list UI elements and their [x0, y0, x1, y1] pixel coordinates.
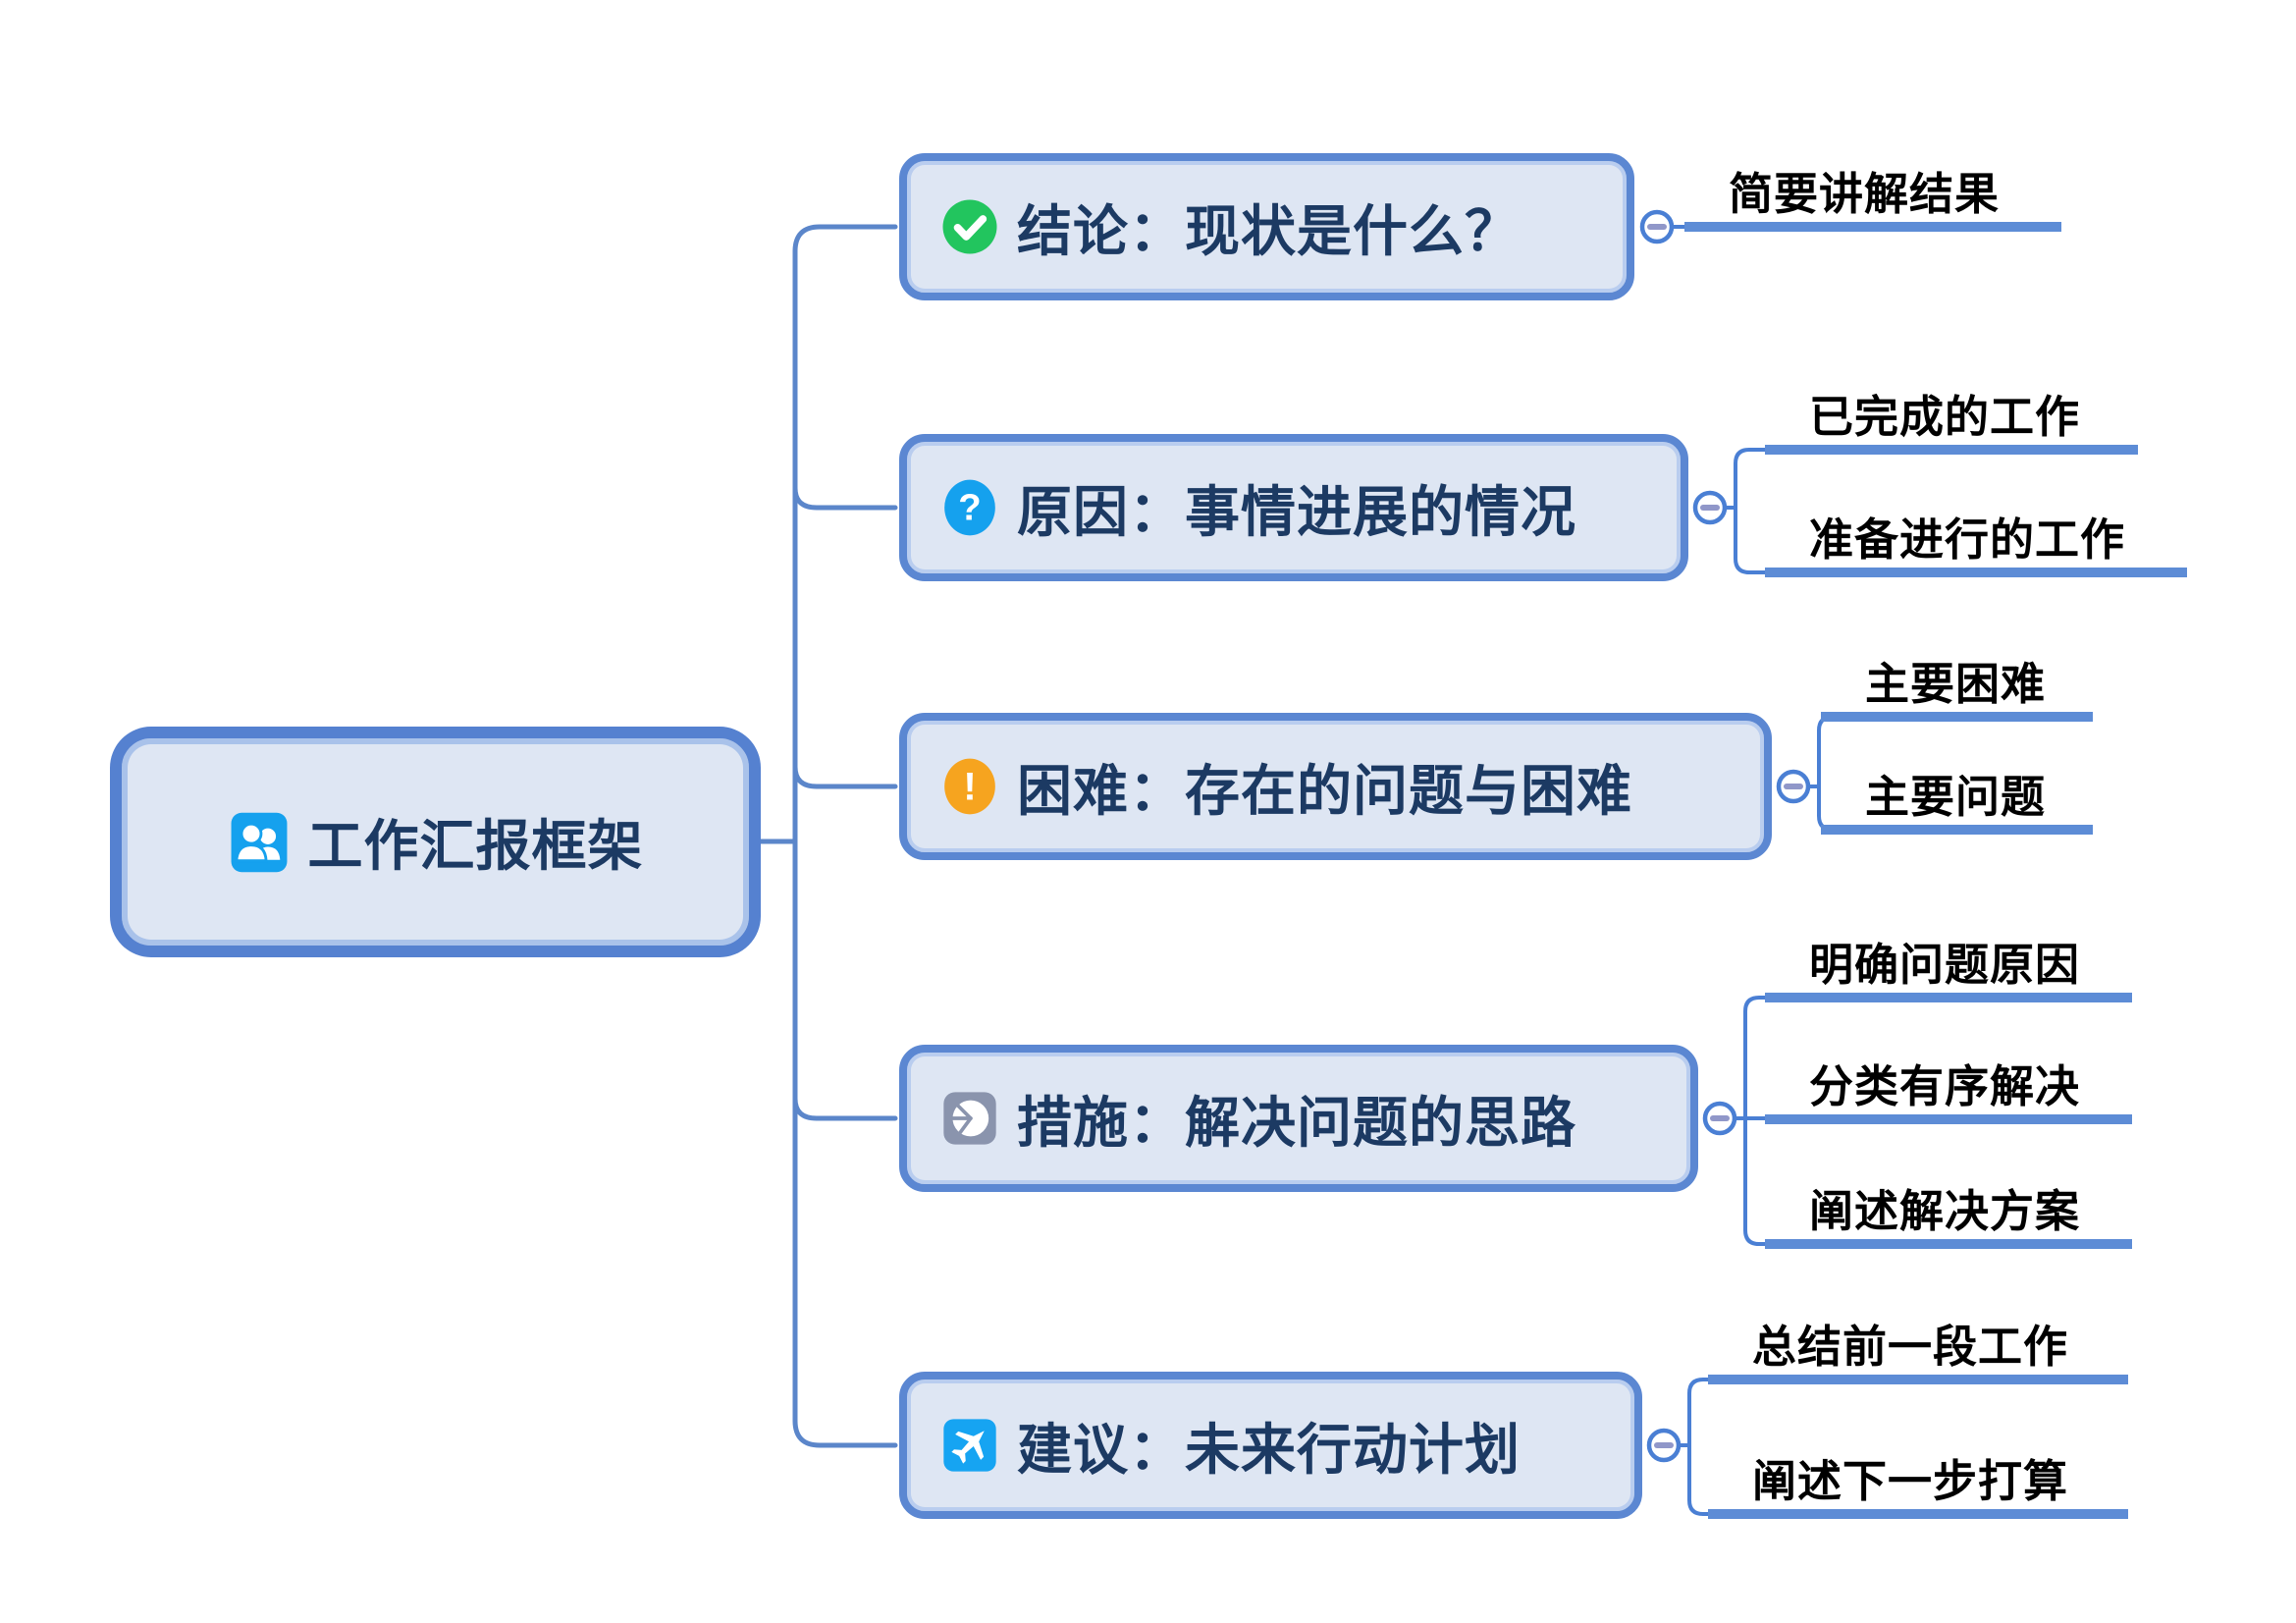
- airplane-icon: [943, 1419, 996, 1472]
- leaf-underline: [1765, 568, 2187, 577]
- leaf-topic-label: 明确问题原因: [1809, 940, 2081, 990]
- child-bracket-4: [1743, 996, 1769, 1246]
- leaf-underline: [1765, 445, 2138, 455]
- leaf-topic-label: 主要困难: [1865, 659, 2047, 709]
- collapse-button-3[interactable]: [1776, 769, 1811, 804]
- leaf-topic[interactable]: 分类有序解决: [1765, 1051, 2132, 1124]
- leaf-topic-label: 已完成的工作: [1809, 392, 2081, 442]
- leaf-underline: [1708, 1509, 2128, 1519]
- leaf-topic-label: 阐述下一步打算: [1752, 1456, 2069, 1506]
- svg-text:?: ?: [958, 487, 981, 529]
- topic-node-difficulty[interactable]: ! 困难：存在的问题与困难: [899, 713, 1772, 860]
- branch-elbow-3: [792, 764, 898, 789]
- collapse-button-4[interactable]: [1702, 1101, 1737, 1136]
- topic-label: 困难：存在的问题与困难: [1017, 759, 1632, 822]
- root-topic[interactable]: 工作汇报框架: [110, 727, 761, 957]
- pie-chart-icon: [943, 1092, 996, 1145]
- branch-elbow-1: [792, 224, 898, 254]
- leaf-topic-label: 准备进行的工作: [1809, 514, 2126, 565]
- leaf-underline: [1821, 825, 2093, 835]
- leaf-topic[interactable]: 主要困难: [1821, 648, 2093, 722]
- leaf-topic-label: 分类有序解决: [1809, 1061, 2081, 1111]
- topic-label: 建议：未来行动计划: [1017, 1418, 1521, 1481]
- leaf-topic-label: 阐述解决方案: [1809, 1186, 2081, 1236]
- leaf-underline: [1765, 1114, 2132, 1124]
- leaf-underline: [1708, 1375, 2128, 1384]
- child-bracket-5: [1687, 1378, 1712, 1516]
- topic-node-reason[interactable]: ? 原因：事情进展的情况: [899, 434, 1688, 581]
- leaf-topic[interactable]: 简要讲解结果: [1684, 158, 2061, 232]
- leaf-underline: [1765, 1239, 2132, 1249]
- leaf-topic-label: 主要问题: [1865, 772, 2047, 822]
- collapse-button-1[interactable]: [1639, 209, 1675, 244]
- leaf-topic[interactable]: 主要问题: [1821, 761, 2093, 835]
- leaf-topic[interactable]: 已完成的工作: [1765, 381, 2138, 455]
- leaf-topic[interactable]: 明确问题原因: [1765, 929, 2132, 1002]
- topic-node-measures[interactable]: 措施：解决问题的思路: [899, 1045, 1698, 1192]
- leaf-underline: [1821, 712, 2093, 722]
- question-icon: ?: [944, 479, 995, 536]
- exclamation-icon: !: [944, 758, 995, 815]
- branch-elbow-2: [792, 485, 898, 511]
- branch-elbow-5: [792, 1418, 898, 1448]
- branch-elbow-4: [792, 1096, 898, 1121]
- collapse-button-2[interactable]: [1692, 490, 1728, 525]
- root-topic-label: 工作汇报框架: [307, 815, 644, 877]
- topic-label: 结论：现状是什么？: [1017, 199, 1521, 262]
- collapse-button-5[interactable]: [1646, 1428, 1682, 1463]
- leaf-topic[interactable]: 阐述解决方案: [1765, 1175, 2132, 1249]
- leaf-topic[interactable]: 总结前一段工作: [1708, 1311, 2128, 1384]
- topic-node-conclusion[interactable]: 结论：现状是什么？: [899, 153, 1634, 300]
- check-icon: [942, 199, 997, 254]
- leaf-underline: [1765, 993, 2132, 1002]
- people-icon: [231, 812, 287, 872]
- topic-label: 原因：事情进展的情况: [1017, 480, 1576, 543]
- topic-node-suggestion[interactable]: 建议：未来行动计划: [899, 1372, 1642, 1519]
- child-bracket-2: [1734, 448, 1769, 574]
- leaf-topic[interactable]: 阐述下一步打算: [1708, 1445, 2128, 1519]
- svg-text:!: !: [963, 765, 976, 808]
- topic-label: 措施：解决问题的思路: [1017, 1091, 1576, 1154]
- leaf-topic-label: 简要讲解结果: [1729, 169, 2001, 219]
- leaf-topic-label: 总结前一段工作: [1752, 1322, 2069, 1372]
- leaf-underline: [1684, 222, 2061, 232]
- leaf-topic[interactable]: 准备进行的工作: [1765, 504, 2187, 577]
